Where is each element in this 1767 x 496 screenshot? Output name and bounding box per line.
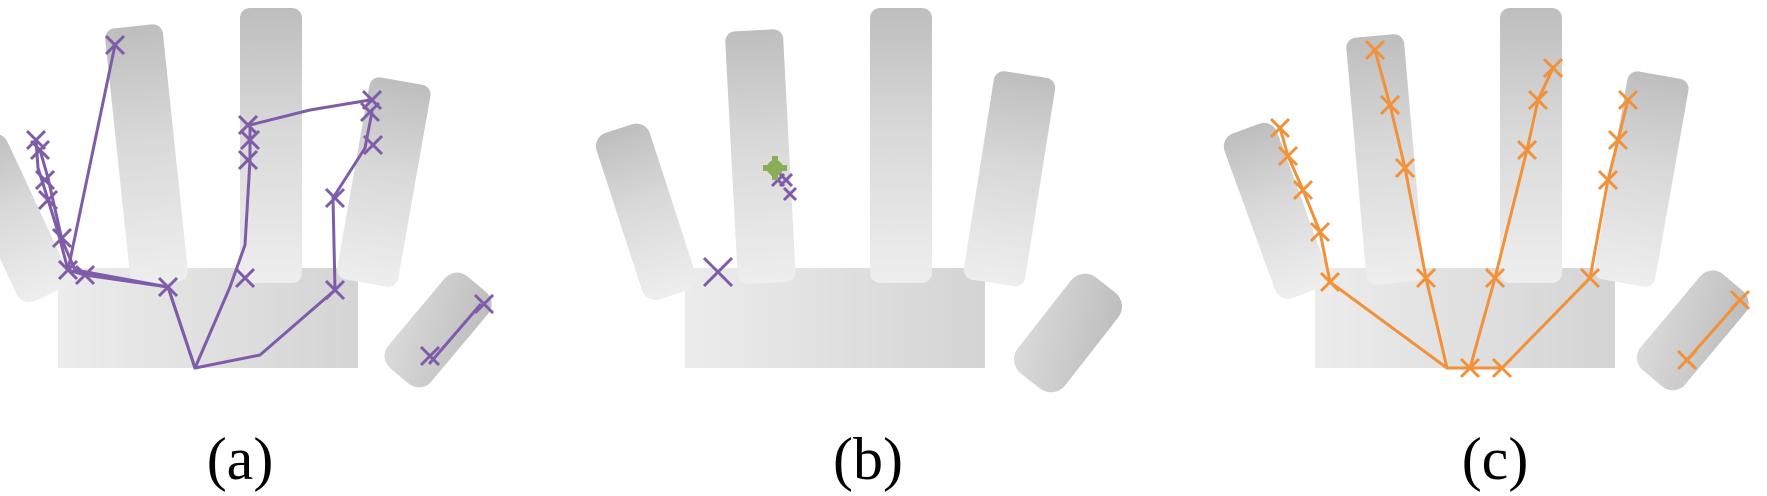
- joint-a-0: [104, 34, 126, 56]
- joint-a-18: [419, 345, 441, 367]
- panel-b: [595, 8, 1122, 393]
- joint-a-8: [157, 276, 179, 298]
- joint-a-5: [51, 227, 73, 249]
- joint-c-1-1: [1394, 157, 1416, 179]
- joint-c-2-2: [1516, 139, 1538, 161]
- joint-c-2-1: [1484, 267, 1506, 289]
- joint-a-6: [57, 259, 79, 281]
- joint-c-2-4: [1542, 57, 1564, 79]
- joint-b-1: [782, 186, 798, 202]
- joint-c-0-3: [1277, 145, 1299, 167]
- joint-a-10: [237, 149, 259, 171]
- joint-a-17: [324, 279, 346, 301]
- bone-chain-c-3: [1445, 98, 1630, 370]
- hand-depth-image-b: [595, 8, 1122, 393]
- joint-a-12: [234, 267, 256, 289]
- skeleton-prediction-c: [1269, 39, 1751, 379]
- caption-b: (b): [833, 426, 903, 492]
- bone-chain-a-5: [428, 303, 482, 365]
- joint-a-16: [324, 187, 346, 209]
- caption-c: (c): [1461, 426, 1529, 492]
- hand-depth-image-c: [1223, 8, 1749, 391]
- joint-a-15: [362, 134, 384, 156]
- bone-chain-a-3: [193, 110, 374, 370]
- bone-chain-a-1: [38, 148, 197, 370]
- hand-depth-image-a: [0, 8, 492, 388]
- bone-chain-c-4: [1685, 298, 1742, 362]
- joint-a-14: [359, 101, 381, 123]
- joint-a-19: [473, 293, 495, 315]
- caption-a: (a): [206, 426, 274, 492]
- joint-c-4-1: [1729, 289, 1751, 311]
- joint-a-7: [74, 264, 96, 286]
- joint-c-1-0: [1415, 267, 1437, 289]
- joint-a-4: [37, 189, 59, 211]
- panel-a: [0, 8, 495, 388]
- joint-c-2-3: [1527, 89, 1549, 111]
- joint-c-0-2: [1292, 179, 1314, 201]
- panel-c: [1223, 8, 1751, 391]
- bone-chain-a-4: [66, 43, 117, 272]
- joint-c-1-3: [1364, 39, 1386, 61]
- joint-c-3-3: [1607, 129, 1629, 151]
- joint-c-4-0: [1676, 349, 1698, 371]
- joint-c-3-4: [1617, 89, 1639, 111]
- joint-a-2: [29, 139, 51, 161]
- bone-chain-c-0: [1278, 126, 1449, 370]
- joint-c-0-4: [1269, 117, 1291, 139]
- highlighted-joint-b: [763, 156, 787, 180]
- joint-b-0: [702, 256, 734, 288]
- joint-a-11: [239, 129, 261, 151]
- joint-c-0-0: [1319, 271, 1341, 293]
- joint-c-1-2: [1379, 94, 1401, 116]
- joint-c-0-1: [1309, 221, 1331, 243]
- joint-c-3-2: [1597, 169, 1619, 191]
- skeleton-prediction-b: [702, 156, 798, 288]
- skeleton-prediction-a: [25, 34, 495, 370]
- joint-c-3-1: [1579, 267, 1601, 289]
- joint-a-3: [34, 169, 56, 191]
- joint-c-3-0: [1491, 357, 1513, 379]
